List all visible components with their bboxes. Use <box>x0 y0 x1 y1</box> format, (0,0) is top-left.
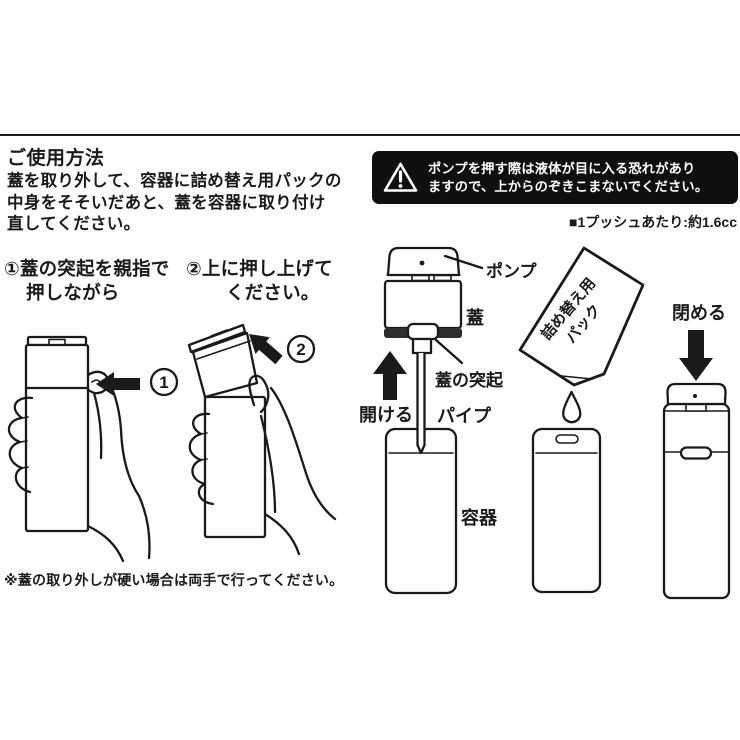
closed-lid-tab <box>679 446 713 460</box>
step2-illustration: 2 <box>187 323 337 556</box>
step2-heading: ②上に押し上げて ください。 <box>186 257 333 305</box>
refill-diagram: 詰め替え用 パック <box>373 246 731 600</box>
tilted-lid <box>187 323 259 399</box>
step1-illustration: 1 <box>7 335 179 563</box>
closed-pump-cap <box>666 382 727 406</box>
water-drop-icon <box>562 390 582 424</box>
step1-line2: 押しながら <box>26 282 120 303</box>
label-pump: ポンプ <box>486 262 537 281</box>
step2-line1: ②上に押し上げて <box>186 258 333 279</box>
warning-text: ポンプを押す際は液体が目に入る恐れがあり ますので、上からのぞきこまないでくださ… <box>428 160 708 195</box>
container-empty <box>531 427 602 594</box>
label-pipe: パイプ <box>437 406 491 426</box>
step2-line2: ください。 <box>226 282 320 303</box>
pump-lid-unit <box>383 246 463 355</box>
hand <box>188 374 337 556</box>
warning-line-2: ますので、上からのぞきこまないでください。 <box>428 178 709 194</box>
intro-text: 蓋を取り外して、容器に詰め替え用パックの 中身をそそいだあと、蓋を容器に取り付け… <box>7 171 342 236</box>
bottle <box>24 335 90 533</box>
intro-line-2: 中身をそそいだあと、蓋を容器に取り付け <box>7 193 326 212</box>
lid-tab <box>406 322 440 341</box>
step1-badge: ① <box>4 258 20 279</box>
warning-banner: ポンプを押す際は液体が目に入る恐れがあり ますので、上からのぞきこまないでくださ… <box>372 151 738 204</box>
step1-heading: ①蓋の突起を親指で 押しながら <box>4 257 169 305</box>
warning-triangle-icon <box>383 162 418 192</box>
step1-number-badge: 1 <box>149 367 179 397</box>
label-lid: 蓋 <box>466 308 484 328</box>
up-left-arrow-icon <box>249 334 283 365</box>
tab-pointer-line <box>434 338 464 365</box>
push-rate-note: ■1プッシュあたり:約1.6cc <box>569 214 737 230</box>
page-title: ご使用方法 <box>7 148 105 169</box>
warning-line-1: ポンプを押す際は液体が目に入る恐れがあり <box>428 161 696 176</box>
pump-pointer-line <box>443 254 484 270</box>
footnote: ※蓋の取り外しが硬い場合は両手で行ってください。 <box>4 572 344 588</box>
top-divider <box>0 134 740 136</box>
label-container: 容器 <box>461 508 497 528</box>
label-close: 閉める <box>672 303 726 323</box>
pipe <box>416 351 426 455</box>
step1-line1: ①蓋の突起を親指で <box>4 258 170 279</box>
up-arrow-icon <box>373 351 407 400</box>
step2-badge: ② <box>186 258 202 279</box>
lid <box>383 279 463 330</box>
refill-pack: 詰め替え用 パック <box>518 246 645 387</box>
svg-text:2: 2 <box>296 340 305 359</box>
intro-line-1: 蓋を取り外して、容器に詰め替え用パックの <box>7 172 342 190</box>
step2-number-badge: 2 <box>286 334 316 364</box>
closed-bottle <box>662 382 731 600</box>
hand <box>7 370 151 563</box>
pipe-connector <box>411 337 433 355</box>
bottle-body <box>203 395 267 539</box>
left-arrow-icon <box>96 372 140 396</box>
intro-line-3: 直してください。 <box>7 215 141 233</box>
label-lid-tab: 蓋の突起 <box>435 371 503 390</box>
svg-text:1: 1 <box>159 373 168 392</box>
down-arrow-icon <box>679 330 713 381</box>
label-open: 開ける <box>359 405 413 425</box>
